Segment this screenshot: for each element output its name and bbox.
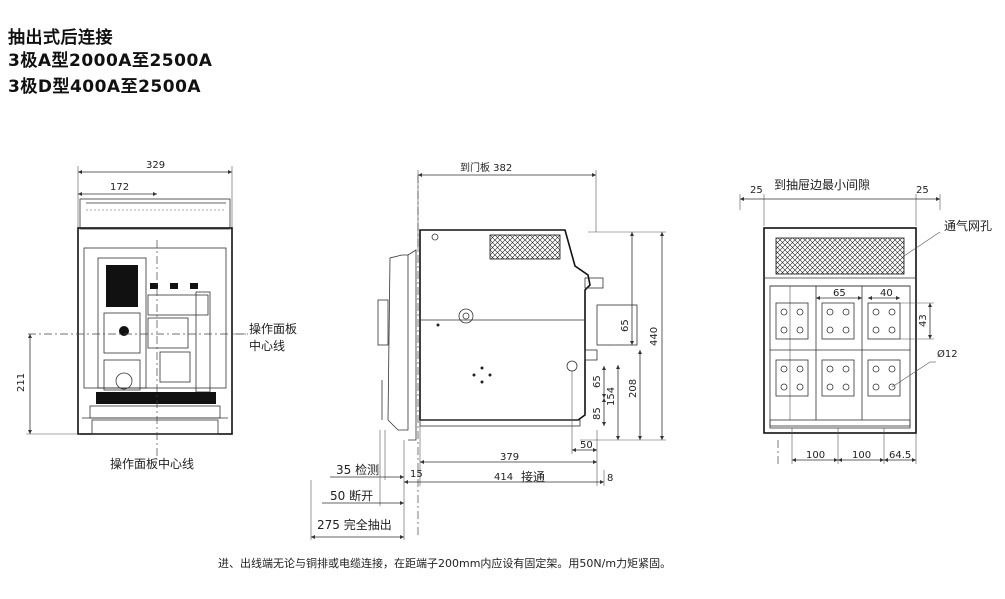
d154: 154: [606, 387, 617, 406]
hole-label: Ø12: [937, 348, 958, 360]
d64-5: 64.5: [889, 450, 911, 461]
d15: 15: [410, 469, 423, 480]
drawer-gap-label: 到抽屉边最小间隙: [774, 178, 870, 192]
title-line-1: 抽出式后连接: [8, 28, 113, 48]
panel-center-label-1: 操作面板: [249, 321, 297, 336]
title-line-3: 3极D型400A至2500A: [8, 77, 202, 97]
rear-view: 到抽屉边最小间隙 25 25: [739, 178, 992, 466]
d65-rear: 65: [833, 288, 846, 299]
d50-right: 50: [580, 440, 593, 451]
d379: 379: [500, 452, 519, 463]
footnote: 进、出线端无论与铜排或电缆连接，在距端子200mm内应设有固定架。用50N/m力…: [218, 556, 671, 570]
panel-center-bottom-label: 操作面板中心线: [110, 456, 194, 471]
front-height-dim: 211: [16, 373, 27, 392]
connect-label: 接通: [521, 469, 545, 484]
front-view: 329 172 211 操作面板 中心线 操作面: [16, 160, 297, 471]
d43: 43: [918, 314, 929, 327]
d100a: 100: [806, 450, 825, 461]
d65-top: 65: [620, 319, 631, 332]
terminal-group: [775, 302, 901, 397]
front-half-dim: 172: [110, 182, 129, 193]
side-view: 到门板 382 440 65 208: [310, 161, 666, 540]
vent-label: 通气网孔: [944, 218, 992, 233]
left-gap: 25: [750, 185, 763, 196]
d208: 208: [628, 379, 639, 398]
panel-center-label-2: 中心线: [249, 338, 285, 353]
withdraw-label: 275 完全抽出: [317, 517, 392, 532]
d440: 440: [649, 327, 660, 346]
front-width-dim: 329: [146, 160, 165, 171]
title-line-2: 3极A型2000A至2500A: [8, 51, 213, 71]
d414: 414: [494, 472, 513, 483]
door-dim: 到门板 382: [460, 161, 512, 174]
test-label: 35 检测: [336, 462, 379, 477]
right-gap: 25: [916, 185, 929, 196]
disconnect-label: 50 断开: [330, 488, 373, 503]
d65: 65: [592, 375, 603, 388]
d100b: 100: [852, 450, 871, 461]
d85: 85: [592, 407, 603, 420]
d8: 8: [607, 473, 613, 484]
d40-rear: 40: [880, 288, 893, 299]
